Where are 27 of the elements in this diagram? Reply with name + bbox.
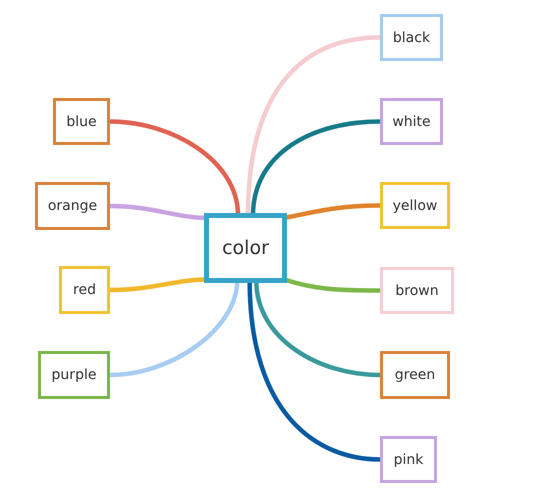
topic-label: color: [222, 237, 269, 259]
topic-box: [35, 182, 110, 230]
topic-label: pink: [394, 452, 424, 468]
topic-box: [380, 14, 443, 61]
connector-line: [110, 119, 240, 216]
topic-box: [380, 267, 454, 314]
topic-label: yellow: [392, 198, 438, 214]
topic-box: [59, 266, 110, 314]
topic-box: [38, 351, 110, 399]
topic-box: [380, 182, 450, 229]
topic-label: brown: [395, 282, 439, 298]
topic-label: orange: [48, 198, 98, 214]
connector-line: [246, 35, 380, 216]
topic-box: [380, 98, 443, 145]
topic-box: [380, 351, 450, 399]
topic-label: purple: [52, 367, 96, 383]
connector-line: [250, 119, 380, 216]
topic-box: [53, 98, 110, 145]
connector-line: [110, 277, 207, 292]
topic-label: white: [392, 114, 431, 130]
topic-box: [380, 436, 437, 483]
central-topic-box: [204, 213, 287, 283]
connector-line: [284, 203, 380, 220]
topic-label: red: [73, 282, 96, 298]
topic-label: blue: [66, 114, 97, 130]
topic-label: green: [394, 367, 436, 383]
topic-label: black: [392, 30, 430, 46]
